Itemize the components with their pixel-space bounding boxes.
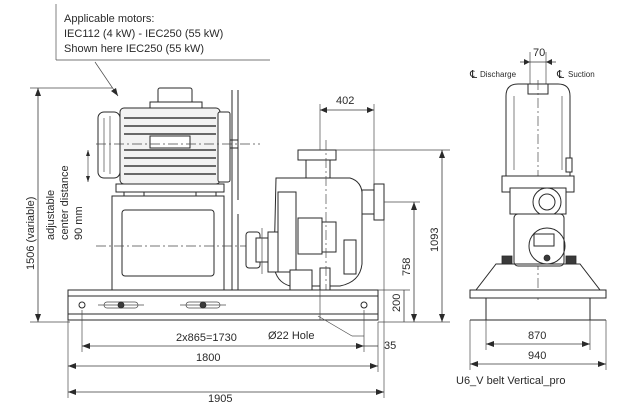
- adjustable-line3: 90 mm: [73, 206, 85, 240]
- motor-note-line2: IEC112 (4 kW) - IEC250 (55 kW): [64, 28, 223, 40]
- dimension-940: 940: [469, 320, 607, 370]
- dimension-870: 870: [485, 320, 591, 350]
- dim-1800-label: 1800: [196, 352, 220, 364]
- base-frame: [67, 289, 379, 321]
- pump-body: [267, 140, 385, 298]
- dimension-1800: 1800: [67, 320, 379, 372]
- dim-758-label: 758: [401, 258, 413, 276]
- suction-centerline-symbol: ℄: [556, 69, 564, 81]
- motor-note: Applicable motors: IEC112 (4 kW) - IEC25…: [55, 4, 270, 97]
- hole-diameter-callout: Ø22 Hole: [268, 315, 364, 342]
- dim-870-label: 870: [528, 330, 546, 342]
- adjustable-center-note: adjustable center distance 90 mm: [45, 150, 90, 240]
- dim-200-label: 200: [391, 294, 403, 312]
- dim-1506-label: 1506 (variable): [25, 197, 37, 270]
- dim-1093-label: 1093: [429, 228, 441, 252]
- belt-guard: [231, 90, 239, 200]
- dim-70-label: 70: [533, 47, 545, 59]
- dim-402-label: 402: [336, 95, 354, 107]
- dimension-35: 35: [364, 322, 396, 352]
- dimension-hole-spacing: 2x865=1730: [81, 310, 365, 352]
- dim-hole-spacing-label: 2x865=1730: [176, 332, 237, 344]
- motor-note-line1: Applicable motors:: [64, 13, 155, 25]
- suction-label: Suction: [568, 70, 595, 79]
- discharge-centerline-symbol: ℄: [469, 69, 477, 81]
- motor-stand: [96, 195, 246, 291]
- side-view-header: 70 ℄ Discharge ℄ Suction: [469, 47, 595, 86]
- hole-diameter-label: Ø22 Hole: [268, 330, 314, 342]
- dimension-402: 402: [319, 95, 375, 184]
- vertical-dimension-758: 758: [384, 201, 420, 322]
- leader-arrowhead: [111, 88, 118, 96]
- side-view-frame: [469, 263, 607, 321]
- vertical-dimension-1093: 1093: [336, 149, 450, 322]
- side-view-pump: [501, 175, 577, 267]
- drawing-caption: U6_V belt Vertical_pro: [456, 375, 565, 387]
- dimension-1905: 1905: [67, 220, 385, 405]
- vertical-dimension-1506: 1506 (variable): [25, 87, 112, 323]
- discharge-label: Discharge: [480, 70, 517, 79]
- dim-940-label: 940: [528, 350, 546, 362]
- adjustable-line1: adjustable: [45, 190, 57, 240]
- adjustable-line2: center distance: [59, 165, 71, 240]
- dim-1905-label: 1905: [208, 393, 232, 405]
- dim-35-label: 35: [384, 340, 396, 352]
- pump-pulley: [245, 228, 269, 274]
- vertical-dimension-200: 200: [378, 289, 410, 322]
- motor-note-line3: Shown here IEC250 (55 kW): [64, 43, 204, 55]
- electric-motor: [97, 87, 239, 197]
